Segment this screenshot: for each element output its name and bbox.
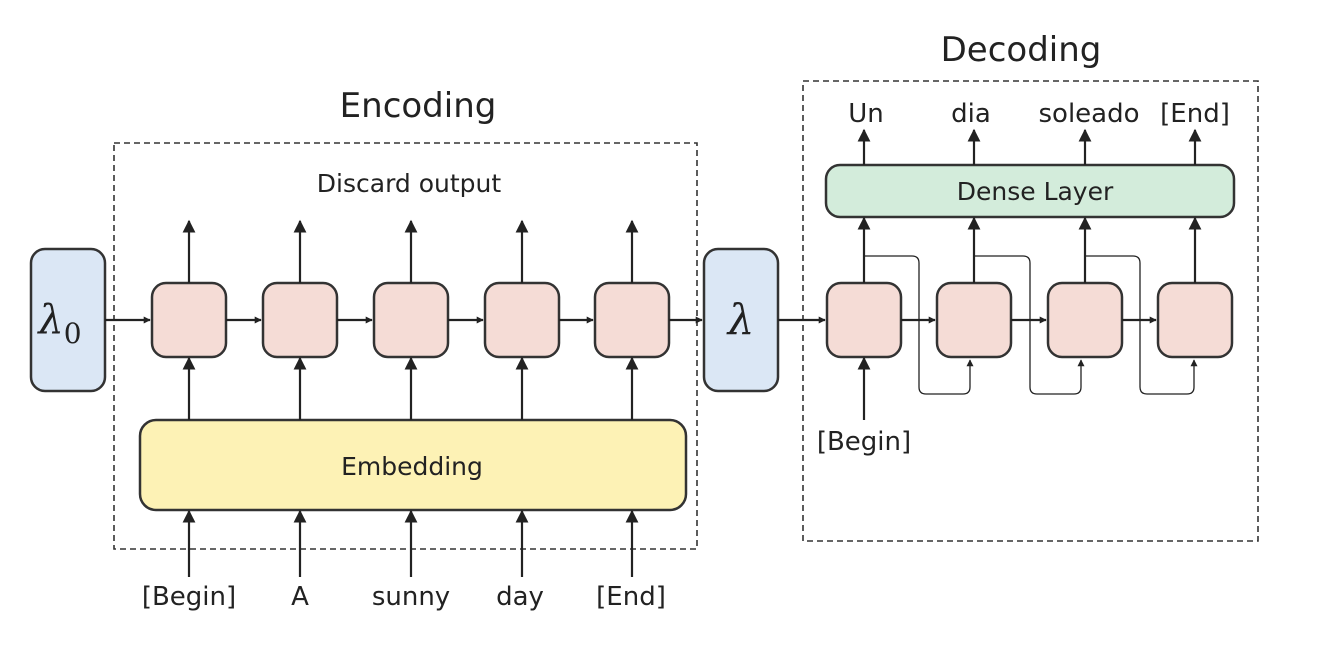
input-token: sunny bbox=[372, 582, 450, 612]
encoder-rnn-cell bbox=[593, 281, 671, 359]
decoder-rnn-cell bbox=[1046, 281, 1124, 359]
decoder-group-box bbox=[802, 80, 1259, 542]
initial-state-subscript: 0 bbox=[64, 317, 82, 350]
dense-layer bbox=[824, 163, 1236, 219]
encoder-rnn-cell bbox=[372, 281, 450, 359]
decoder-rnn-cell bbox=[1156, 281, 1234, 359]
encoding-title: Encoding bbox=[340, 86, 497, 126]
output-token: [End] bbox=[1160, 99, 1230, 129]
input-token: [Begin] bbox=[142, 582, 236, 612]
embedding-label: Embedding bbox=[341, 452, 483, 481]
decoder-rnn-cell bbox=[825, 281, 903, 359]
initial-state-lambda: λ bbox=[36, 297, 63, 343]
decoder-start-token: [Begin] bbox=[817, 427, 911, 457]
decoder-rnn-cell bbox=[935, 281, 1013, 359]
initial-state-symbol: λ0 bbox=[36, 297, 81, 350]
encoder-group-box bbox=[113, 142, 698, 550]
feedback-arrow bbox=[974, 255, 1085, 395]
dense-layer-label: Dense Layer bbox=[957, 177, 1114, 206]
encoder-rnn-cell bbox=[483, 281, 561, 359]
input-token: day bbox=[496, 582, 544, 612]
feedback-arrow bbox=[1085, 255, 1198, 395]
encoder-rnn-cell bbox=[150, 281, 228, 359]
discard-output-label: Discard output bbox=[317, 169, 502, 198]
input-token: [End] bbox=[596, 582, 666, 612]
output-token: dia bbox=[951, 99, 991, 129]
output-token: Un bbox=[848, 99, 884, 129]
context-state-symbol: λ bbox=[726, 295, 755, 344]
output-token: soleado bbox=[1038, 99, 1139, 129]
encoder-rnn-cell bbox=[261, 281, 339, 359]
input-token: A bbox=[291, 582, 309, 612]
feedback-arrow bbox=[864, 255, 974, 395]
decoding-title: Decoding bbox=[941, 30, 1102, 70]
